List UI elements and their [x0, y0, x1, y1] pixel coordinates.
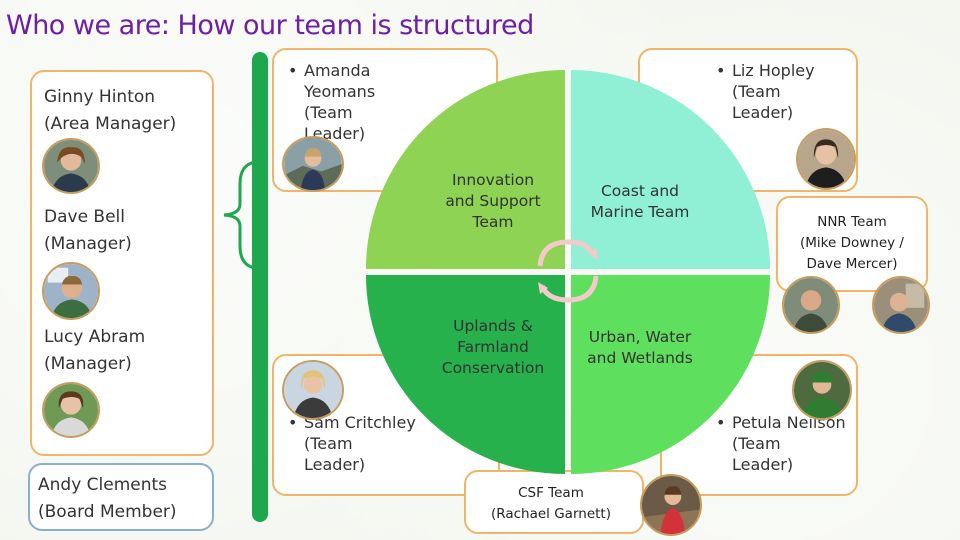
person-name: Lucy Abram — [44, 327, 146, 347]
person-role: (Area Manager) — [44, 114, 177, 134]
leader-line: (Team — [304, 103, 353, 122]
innovation-label: Innovation and Support Team — [432, 170, 554, 233]
avatar-lucy — [42, 382, 100, 438]
bullet-icon: • — [288, 61, 298, 80]
uplands-label: Uplands & Farmland Conservation — [432, 316, 554, 379]
avatar-ginny — [42, 138, 100, 194]
leader-sam: • Sam Critchley (Team Leader) — [288, 412, 416, 475]
person-role: (Manager) — [44, 354, 132, 374]
page-title: Who we are: How our team is structured — [6, 10, 534, 41]
leader-line: Amanda — [304, 61, 371, 80]
bullet-icon: • — [288, 413, 298, 432]
leader-liz: • Liz Hopley (Team Leader) — [716, 60, 815, 123]
person-name: Dave Bell — [44, 207, 125, 227]
avatar-dave — [42, 262, 100, 320]
label-line: NNR Team — [817, 214, 887, 230]
nnr-team-label: NNR Team (Mike Downey / Dave Mercer) — [784, 212, 920, 275]
avatar-amanda — [282, 136, 344, 192]
leader-line: Leader) — [732, 455, 794, 474]
leader-line: (Team — [732, 82, 781, 101]
label-line: Conservation — [441, 359, 545, 377]
person-dave: Dave Bell (Manager) — [44, 204, 132, 258]
leader-line: (Team — [304, 434, 353, 453]
label-line: and Support — [445, 192, 541, 210]
curly-brace-icon — [223, 160, 257, 270]
label-line: Farmland — [457, 338, 529, 356]
avatar-petula — [792, 360, 852, 420]
person-role: (Board Member) — [38, 502, 177, 522]
csf-team-label: CSF Team (Rachael Garnett) — [476, 483, 626, 525]
person-role: (Manager) — [44, 234, 132, 254]
cycle-arrows-icon — [537, 239, 599, 303]
leader-line: Liz Hopley — [732, 61, 815, 80]
label-line: Team — [472, 213, 514, 231]
board-member-box — [28, 463, 214, 531]
avatar-liz — [796, 128, 856, 190]
urban-label: Urban, Water and Wetlands — [578, 327, 702, 369]
label-line: (Rachael Garnett) — [491, 506, 611, 522]
label-line: Marine Team — [590, 203, 690, 221]
bullet-icon: • — [716, 413, 726, 432]
bracket-bar — [252, 52, 268, 522]
person-ginny: Ginny Hinton (Area Manager) — [44, 84, 176, 138]
label-line: Urban, Water — [588, 328, 692, 346]
person-name: Andy Clements — [38, 475, 168, 495]
person-name: Ginny Hinton — [44, 87, 156, 107]
leader-line: Sam Critchley — [304, 413, 416, 432]
label-line: Innovation — [451, 171, 535, 189]
avatar-sam — [282, 360, 344, 420]
label-line: CSF Team — [518, 485, 584, 501]
avatar-dave-mercer — [872, 276, 930, 334]
coast-label: Coast and Marine Team — [578, 181, 702, 223]
leader-line: Yeomans — [304, 82, 376, 101]
bullet-icon: • — [716, 61, 726, 80]
label-line: Dave Mercer) — [806, 256, 898, 272]
leader-line: Leader) — [304, 455, 366, 474]
leader-line: Leader) — [732, 103, 794, 122]
avatar-rachael — [640, 474, 702, 536]
label-line: and Wetlands — [587, 349, 693, 367]
person-lucy: Lucy Abram (Manager) — [44, 324, 145, 378]
leader-amanda: • Amanda Yeomans (Team Leader) — [288, 60, 376, 144]
leader-line: (Team — [732, 434, 781, 453]
label-line: (Mike Downey / — [800, 235, 904, 251]
leader-petula: • Petula Neilson (Team Leader) — [716, 412, 846, 475]
label-line: Uplands & — [453, 317, 533, 335]
label-line: Coast and — [600, 182, 680, 200]
person-andy: Andy Clements (Board Member) — [38, 472, 177, 526]
avatar-mike — [782, 276, 840, 334]
